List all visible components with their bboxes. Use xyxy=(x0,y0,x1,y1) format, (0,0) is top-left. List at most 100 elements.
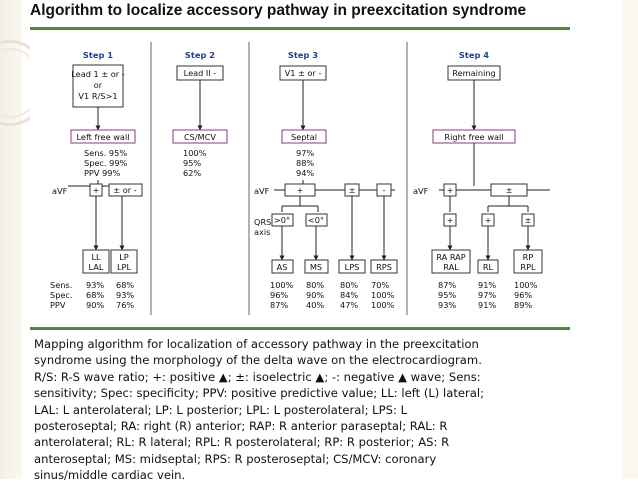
avf-pm-step4: ± xyxy=(506,185,513,195)
avf-pm-step3: ± xyxy=(349,185,356,195)
page-title: Algorithm to localize accessory pathway … xyxy=(30,2,527,19)
ll-label: LL xyxy=(91,252,101,262)
lp-ppv: 76% xyxy=(116,300,134,310)
avf-label-step3: aVF xyxy=(254,186,270,196)
lead1-pm: ± xyxy=(525,215,532,225)
left-free-wall-box xyxy=(70,129,136,144)
qrs-pos: >0° xyxy=(274,215,290,225)
avf-label-step1: aVF xyxy=(52,186,68,196)
caption-line: LAL: L anterolateral; LP: L posterior; L… xyxy=(34,402,408,417)
ral-label: RAL xyxy=(443,262,459,272)
rpl-label: RPL xyxy=(520,262,536,272)
rl-spec: 97% xyxy=(478,290,496,300)
ra-ppv: 93% xyxy=(438,300,456,310)
cs-sens: 100% xyxy=(183,148,207,158)
lp-spec: 93% xyxy=(116,290,134,300)
right-free-wall-label: Right free wall xyxy=(444,132,503,142)
ms-box xyxy=(304,259,329,274)
qrs-neg: <0° xyxy=(308,215,324,225)
ra-rap-label: RA RAP xyxy=(436,252,466,262)
lps-label: LPS xyxy=(345,262,360,272)
septal-spec: 88% xyxy=(296,158,314,168)
lp-label: LP xyxy=(119,252,129,262)
cs-mcv-box xyxy=(172,129,228,144)
rps-box xyxy=(370,259,398,274)
step-2-header: Step 2 xyxy=(185,50,215,60)
avf-plus-step1: + xyxy=(93,185,100,195)
ms-sens: 80% xyxy=(306,280,324,290)
caption-rule xyxy=(30,327,570,330)
avf-label-step4: aVF xyxy=(413,186,429,196)
slide-right-decoration xyxy=(622,0,638,479)
lps-sens: 80% xyxy=(340,280,358,290)
septal-ppv: 94% xyxy=(296,168,314,178)
caption-line: sinus/middle cardiac vein. xyxy=(34,468,186,483)
rps-label: RPS xyxy=(376,262,392,272)
caption-line: posteroseptal; RA: right (R) anterior; R… xyxy=(34,419,448,434)
algorithm-diagram: .st { font-family:"DejaVu Sans", sans-se… xyxy=(30,30,570,328)
caption-line: sensitivity; Spec: specificity; PPV: pos… xyxy=(34,386,485,401)
rp-label: RP xyxy=(523,252,534,262)
lead1-plus-a: + xyxy=(447,215,454,225)
criterion-lead1-line3: V1 R/S>1 xyxy=(78,91,117,101)
as-spec: 96% xyxy=(270,290,288,300)
rps-spec: 100% xyxy=(371,290,395,300)
lfw-spec: Spec. 99% xyxy=(84,158,128,168)
ms-spec: 90% xyxy=(306,290,324,300)
ll-sens: 93% xyxy=(86,280,104,290)
avf-pm-box-step1 xyxy=(108,183,143,197)
rps-sens: 70% xyxy=(371,280,389,290)
title-rule xyxy=(30,27,570,30)
cs-spec: 95% xyxy=(183,158,201,168)
axis-label: axis xyxy=(254,227,270,237)
rp-rpl-box xyxy=(513,249,543,274)
step-1-header: Step 1 xyxy=(83,50,113,60)
cs-ppv: 62% xyxy=(183,168,201,178)
lal-label: LAL xyxy=(89,262,104,272)
as-ppv: 87% xyxy=(270,300,288,310)
lfw-sens: Sens. 95% xyxy=(84,148,127,158)
avf-plus-step4: + xyxy=(447,185,454,195)
lps-spec: 84% xyxy=(340,290,358,300)
criterion-lead2: Lead II - xyxy=(184,68,217,78)
caption-line: anteroseptal; MS: midseptal; RPS: R post… xyxy=(34,451,437,466)
criterion-lead1-line1: Lead 1 ± or - xyxy=(71,69,125,79)
ll-spec: 68% xyxy=(86,290,104,300)
caption-line: R/S: R-S wave ratio; +: positive ▲; ±: i… xyxy=(34,369,481,384)
septal-sens: 97% xyxy=(296,148,314,158)
lp-sens: 68% xyxy=(116,280,134,290)
stat-label-ppv: PPV xyxy=(50,300,66,310)
rps-ppv: 100% xyxy=(371,300,395,310)
stat-label-spec: Spec. xyxy=(50,290,73,300)
lfw-ppv: PPV 99% xyxy=(84,168,120,178)
figure-caption: Mapping algorithm for localization of ac… xyxy=(34,336,586,484)
ll-ppv: 90% xyxy=(86,300,104,310)
rl-ppv: 91% xyxy=(478,300,496,310)
septal-box xyxy=(281,129,327,144)
caption-line: anterolateral; RL: R lateral; RPL: R pos… xyxy=(34,435,450,450)
ra-sens: 87% xyxy=(438,280,456,290)
algorithm-flowchart: .st { font-family:"DejaVu Sans", sans-se… xyxy=(50,42,550,315)
rp-ppv: 89% xyxy=(514,300,532,310)
ms-ppv: 40% xyxy=(306,300,324,310)
criterion-remaining: Remaining xyxy=(452,68,495,78)
caption-line: Mapping algorithm for localization of ac… xyxy=(34,337,479,351)
as-label: AS xyxy=(277,262,288,272)
as-sens: 100% xyxy=(270,280,294,290)
rl-sens: 91% xyxy=(478,280,496,290)
septal-label: Septal xyxy=(291,132,317,142)
lpl-label: LPL xyxy=(117,262,131,272)
lps-ppv: 47% xyxy=(340,300,358,310)
ll-lal-box xyxy=(82,249,110,274)
rl-label: RL xyxy=(483,262,494,272)
avf-plus-step3: + xyxy=(297,185,304,195)
qrs-label: QRS xyxy=(254,217,271,227)
criterion-v1: V1 ± or - xyxy=(285,68,322,78)
lp-lpl-box xyxy=(110,249,138,274)
avf-pm-step1: ± or - xyxy=(113,185,136,195)
ra-rap-ral-box xyxy=(431,249,471,274)
cs-mcv-label: CS/MCV xyxy=(184,132,216,142)
criterion-lead1-line2: or xyxy=(94,80,103,90)
rp-sens: 100% xyxy=(514,280,538,290)
left-free-wall-label: Left free wall xyxy=(76,132,129,142)
